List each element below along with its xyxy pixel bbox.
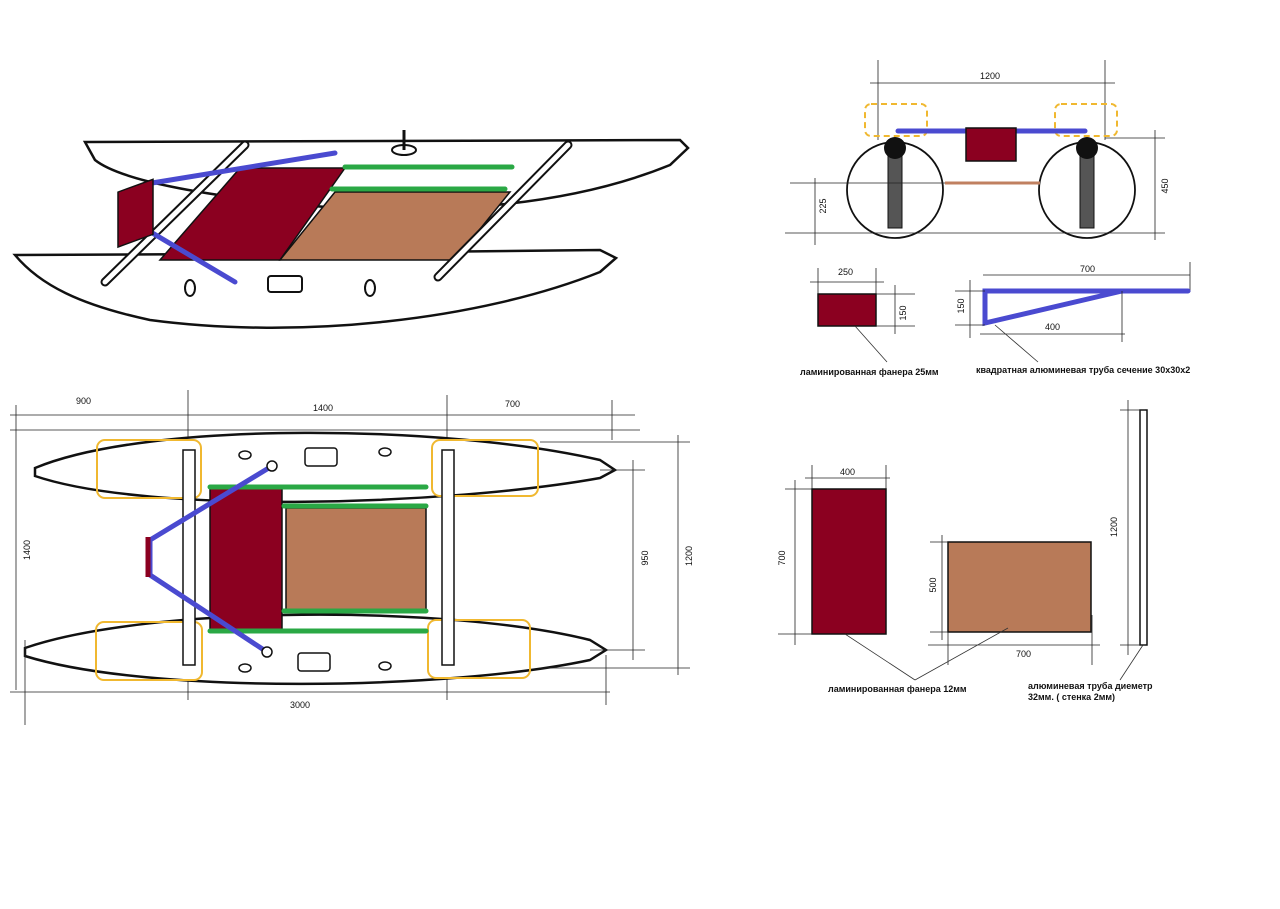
valve-icon (304, 447, 338, 467)
cross-tube (441, 449, 455, 666)
valve-icon (391, 130, 417, 156)
dim-bow-offset: 900 (76, 396, 91, 406)
dim-middle: 1400 (313, 403, 333, 413)
cross-tube (182, 449, 196, 666)
dim-stern-offset: 700 (505, 399, 520, 409)
near-hull (12, 248, 619, 329)
top-hull (33, 431, 618, 504)
leg (1079, 149, 1095, 229)
mount-outline (1054, 103, 1118, 137)
mount-outline (427, 619, 531, 679)
mount-outline (864, 103, 928, 137)
tube-caption: алюминевая труба диеметр (1028, 681, 1153, 691)
tube (1139, 409, 1148, 646)
oarlock-icon (364, 279, 376, 297)
oarlock-icon (184, 279, 196, 297)
transom-plate (117, 178, 154, 249)
bracket-detail: 700 150 400 квадратная алюминевая труба … (955, 262, 1191, 375)
valve-icon (297, 652, 331, 672)
oarlock-icon (266, 460, 278, 472)
dim-seat-height: 150 (898, 305, 908, 320)
dim-bracket-height: 150 (956, 298, 966, 313)
plan-view: 900 1400 700 1400 950 1200 3000 (10, 390, 694, 725)
seat-caption: ламинированная фанера 25мм (800, 367, 939, 377)
dim-seat-width: 250 (838, 267, 853, 277)
panel-large-detail: 500 700 ламинированная фанера 12мм (828, 535, 1100, 694)
front-view: 1200 225 450 (785, 60, 1170, 245)
tube-end (884, 137, 906, 159)
dim-total-width: 1400 (22, 540, 32, 560)
mount-outline (96, 439, 202, 499)
leg (887, 149, 903, 229)
oarlock-icon (261, 646, 273, 658)
seat-section (965, 127, 1017, 162)
panel-small-detail: 400 700 (777, 465, 890, 645)
dim-panel-small-width: 400 (840, 467, 855, 477)
seat-plank (209, 486, 283, 633)
tube-detail: 1200 алюминевая труба диеметр 32мм. ( ст… (1028, 400, 1153, 702)
dim-bracket-brace: 400 (1045, 322, 1060, 332)
plywood-caption: ламинированная фанера 12мм (828, 684, 967, 694)
bottom-hull (23, 613, 609, 686)
dim-hull-span: 1200 (684, 546, 694, 566)
deck-panel (285, 507, 427, 611)
dim-panel-large-width: 700 (1016, 649, 1031, 659)
dim-panel-small-height: 700 (777, 550, 787, 565)
dim-tube-length: 1200 (1109, 517, 1119, 537)
panel-large (947, 541, 1092, 633)
tube-caption-2: 32мм. ( стенка 2мм) (1028, 692, 1115, 702)
dim-bracket-length: 700 (1080, 264, 1095, 274)
perspective-view (12, 130, 690, 329)
bracket-caption: квадратная алюминевая труба сечение 30х3… (976, 365, 1190, 375)
dim-axle-height: 225 (818, 198, 828, 213)
seat-plate (817, 293, 877, 327)
tube-end (1076, 137, 1098, 159)
dim-length: 3000 (290, 700, 310, 710)
dim-panel-large-height: 500 (928, 577, 938, 592)
valve-icon (267, 275, 303, 293)
dim-width: 1200 (980, 71, 1000, 81)
dim-height: 450 (1160, 178, 1170, 193)
bracket-frame (982, 288, 1191, 327)
mount-outline (95, 621, 203, 681)
mount-outline (431, 439, 539, 497)
dim-inner-width: 950 (640, 550, 650, 565)
panel-small (811, 488, 887, 635)
seat-detail: 250 150 ламинированная фанера 25мм (800, 267, 939, 377)
